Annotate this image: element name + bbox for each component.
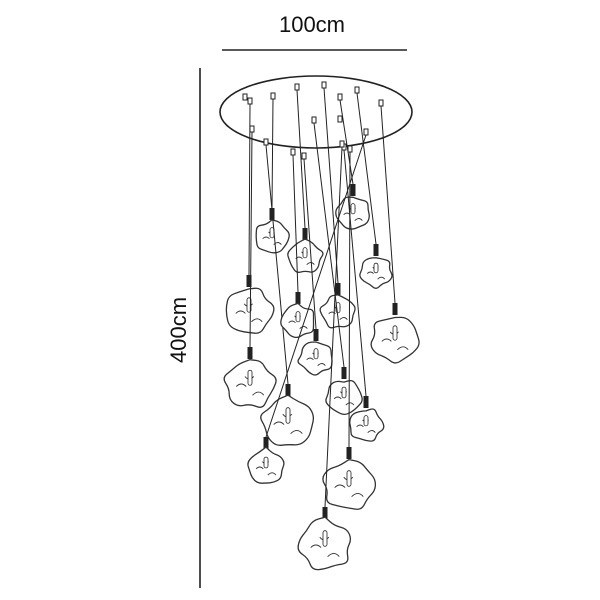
pendant-light-11 xyxy=(297,152,333,376)
bulb xyxy=(350,203,356,215)
ceiling-fitting xyxy=(311,116,317,124)
pendant-light-9 xyxy=(260,138,315,446)
pendant-light-15 xyxy=(247,128,369,484)
ceiling-fitting xyxy=(294,83,300,91)
suspension-cord xyxy=(324,146,343,508)
suspension-cord xyxy=(292,154,299,293)
suspension-cord xyxy=(271,98,274,209)
lamp-socket xyxy=(346,447,352,459)
ceiling-fitting xyxy=(242,93,248,101)
lamp-socket xyxy=(247,347,253,359)
lamp-socket xyxy=(246,275,252,287)
pendant-light-5 xyxy=(354,86,393,289)
height-dimension: 400cm xyxy=(166,68,201,588)
pendant-light-8 xyxy=(223,125,277,408)
suspension-cord xyxy=(296,89,306,229)
width-label: 100cm xyxy=(279,12,345,37)
pendant-light-12 xyxy=(311,116,363,416)
lamp-socket xyxy=(263,437,269,449)
bulb xyxy=(341,386,347,399)
bulb xyxy=(247,369,253,386)
lamp-socket xyxy=(363,396,369,408)
bulb xyxy=(285,407,291,424)
pendant-group xyxy=(223,81,420,571)
suspension-cord xyxy=(380,105,396,304)
pendant-light-14 xyxy=(322,145,377,510)
lamp-socket xyxy=(295,292,301,304)
suspension-cord xyxy=(323,87,339,284)
ceiling-fitting xyxy=(247,97,253,105)
suspension-cord xyxy=(348,151,351,448)
ceiling-fitting xyxy=(301,152,307,160)
lamp-socket xyxy=(350,184,356,196)
lamp-socket xyxy=(341,367,347,379)
ceiling-fitting xyxy=(321,81,327,89)
suspension-cord xyxy=(339,99,354,185)
suspension-cord xyxy=(356,92,377,245)
suspension-cord xyxy=(249,131,253,348)
ceiling-fitting xyxy=(378,99,384,107)
pendant-light-6 xyxy=(370,99,420,364)
bulb xyxy=(322,530,328,547)
suspension-cord xyxy=(265,144,289,385)
ceiling-fitting xyxy=(339,140,345,148)
bulb xyxy=(302,247,308,259)
bulb xyxy=(346,470,352,487)
ceiling-fitting xyxy=(354,86,360,94)
ceiling-fitting xyxy=(290,148,296,156)
bulb xyxy=(313,348,319,360)
lamp-socket xyxy=(392,303,398,315)
bulb xyxy=(263,456,269,469)
ceiling-fitting xyxy=(249,125,255,133)
ceiling-fitting xyxy=(337,93,343,101)
lamp-socket xyxy=(313,329,319,341)
width-dimension: 100cm xyxy=(222,12,407,51)
lamp-socket xyxy=(335,283,341,295)
bulb xyxy=(363,415,369,427)
lamp-socket xyxy=(322,507,328,519)
lamp-socket xyxy=(285,384,291,396)
ceiling-fitting xyxy=(363,128,369,136)
suspension-cord xyxy=(303,158,317,330)
bulb xyxy=(295,311,301,323)
ceiling-fitting xyxy=(347,145,353,153)
lamp-socket xyxy=(373,244,379,256)
bulb xyxy=(373,262,379,274)
lamp-socket xyxy=(302,228,308,240)
height-label: 400cm xyxy=(166,297,191,363)
suspension-cord xyxy=(313,122,345,368)
ceiling-fitting xyxy=(270,92,276,100)
ceiling-fitting xyxy=(337,115,343,123)
pendant-light-4 xyxy=(335,93,370,230)
pendant-light-16 xyxy=(297,140,352,571)
pendant-light-10 xyxy=(280,148,315,339)
ceiling-fitting xyxy=(263,138,269,146)
bulb xyxy=(392,325,398,341)
suspension-cord xyxy=(265,134,367,438)
